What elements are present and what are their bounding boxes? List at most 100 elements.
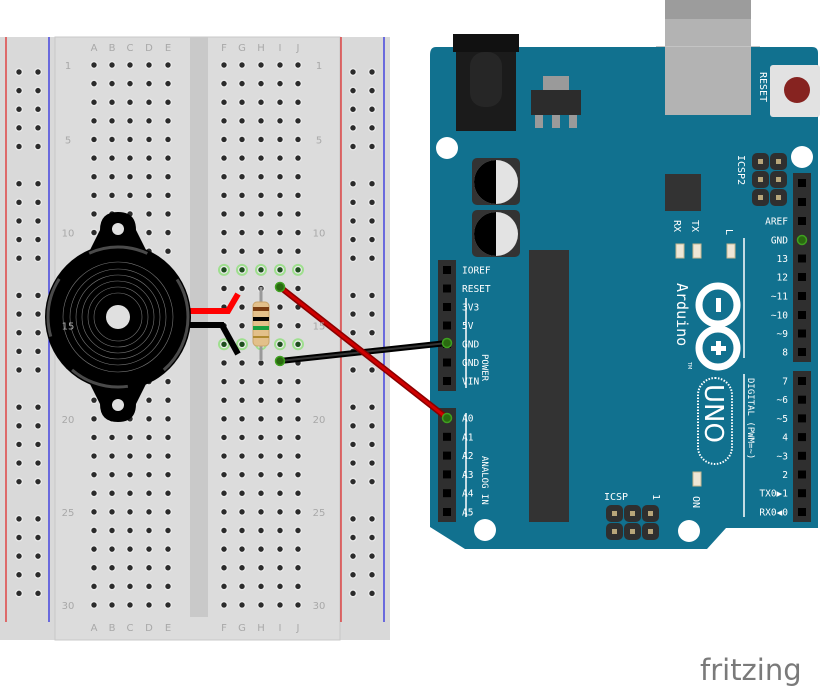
header-pin[interactable] — [443, 303, 451, 311]
breadboard-hole[interactable] — [239, 490, 245, 496]
breadboard-hole[interactable] — [221, 211, 227, 217]
breadboard-hole[interactable] — [295, 267, 301, 273]
rail-hole[interactable] — [350, 516, 356, 522]
breadboard-hole[interactable] — [258, 267, 264, 273]
rail-hole[interactable] — [35, 404, 41, 410]
breadboard-hole[interactable] — [221, 192, 227, 199]
header-pin[interactable] — [443, 489, 451, 498]
breadboard-hole[interactable] — [258, 99, 264, 105]
icsp-pin[interactable] — [648, 529, 653, 534]
breadboard-hole[interactable] — [239, 397, 245, 403]
wire-endpoint[interactable] — [441, 412, 453, 424]
rail-hole[interactable] — [369, 311, 375, 317]
breadboard-hole[interactable] — [109, 99, 115, 105]
breadboard-hole[interactable] — [165, 490, 171, 496]
breadboard-hole[interactable] — [221, 248, 227, 254]
breadboard-hole[interactable] — [277, 509, 283, 515]
breadboard-hole[interactable] — [258, 192, 264, 199]
breadboard-hole[interactable] — [277, 378, 283, 385]
rail-hole[interactable] — [16, 181, 22, 187]
breadboard-hole[interactable] — [295, 471, 301, 478]
rail-hole[interactable] — [350, 236, 356, 243]
rail-hole[interactable] — [16, 423, 22, 429]
breadboard-hole[interactable] — [258, 174, 264, 180]
rail-hole[interactable] — [369, 69, 375, 75]
breadboard-hole[interactable] — [295, 416, 301, 422]
rail-hole[interactable] — [350, 69, 356, 75]
breadboard-hole[interactable] — [221, 80, 227, 87]
rail-hole[interactable] — [35, 143, 41, 150]
breadboard-hole[interactable] — [221, 118, 227, 124]
rail-hole[interactable] — [369, 590, 375, 597]
icsp-pin[interactable] — [612, 529, 617, 534]
header-pin[interactable] — [798, 433, 806, 442]
rail-hole[interactable] — [35, 218, 41, 224]
breadboard-hole[interactable] — [146, 583, 152, 590]
breadboard-hole[interactable] — [258, 527, 264, 534]
rail-hole[interactable] — [35, 106, 41, 112]
header-pin[interactable] — [798, 508, 806, 516]
breadboard-hole[interactable] — [91, 229, 97, 236]
wire-endpoint[interactable] — [796, 234, 808, 246]
piezo-buzzer[interactable] — [45, 212, 241, 422]
breadboard-hole[interactable] — [165, 229, 171, 236]
breadboard-hole[interactable] — [91, 80, 97, 87]
breadboard-hole[interactable] — [258, 434, 264, 441]
breadboard-hole[interactable] — [165, 62, 171, 68]
breadboard-hole[interactable] — [221, 471, 227, 478]
icsp-pin[interactable] — [776, 177, 781, 182]
breadboard-hole[interactable] — [109, 602, 115, 608]
rail-hole[interactable] — [369, 143, 375, 150]
rail-hole[interactable] — [369, 534, 375, 541]
breadboard-hole[interactable] — [165, 211, 171, 217]
breadboard-hole[interactable] — [295, 527, 301, 534]
icsp-pin[interactable] — [776, 195, 781, 200]
arduino-uno[interactable]: RESET ICSP2 ICSP 1 RX TX L ON — [430, 0, 820, 549]
breadboard-hole[interactable] — [258, 211, 264, 217]
rail-hole[interactable] — [16, 348, 22, 354]
breadboard-hole[interactable] — [277, 136, 283, 143]
rail-hole[interactable] — [350, 311, 356, 317]
breadboard-hole[interactable] — [277, 248, 283, 254]
breadboard-hole[interactable] — [165, 136, 171, 143]
header-pin[interactable] — [798, 292, 806, 300]
rail-hole[interactable] — [350, 478, 356, 485]
breadboard-hole[interactable] — [127, 99, 133, 105]
breadboard-hole[interactable] — [165, 583, 171, 590]
breadboard-hole[interactable] — [127, 155, 133, 161]
rail-hole[interactable] — [16, 516, 22, 522]
breadboard-hole[interactable] — [295, 80, 301, 87]
rail-hole[interactable] — [369, 199, 375, 206]
breadboard-hole[interactable] — [295, 378, 301, 385]
rail-hole[interactable] — [369, 218, 375, 224]
rail-hole[interactable] — [350, 181, 356, 187]
header-pin[interactable] — [798, 451, 806, 460]
breadboard-hole[interactable] — [221, 602, 227, 608]
breadboard-hole[interactable] — [165, 565, 171, 571]
rail-hole[interactable] — [35, 181, 41, 187]
breadboard-hole[interactable] — [146, 546, 152, 552]
breadboard[interactable] — [0, 36, 390, 641]
rail-hole[interactable] — [350, 441, 356, 448]
breadboard-hole[interactable] — [258, 80, 264, 87]
breadboard-hole[interactable] — [277, 565, 283, 571]
breadboard-hole[interactable] — [127, 192, 133, 199]
breadboard-hole[interactable] — [146, 434, 152, 441]
wire-endpoint[interactable] — [274, 281, 286, 293]
breadboard-hole[interactable] — [295, 322, 301, 329]
breadboard-hole[interactable] — [258, 118, 264, 124]
icsp-header[interactable] — [606, 505, 659, 540]
breadboard-hole[interactable] — [146, 416, 152, 422]
wire-endpoint[interactable] — [274, 355, 286, 367]
rail-hole[interactable] — [35, 590, 41, 597]
rail-hole[interactable] — [350, 572, 356, 578]
rail-hole[interactable] — [16, 236, 22, 243]
breadboard-hole[interactable] — [295, 341, 301, 347]
breadboard-hole[interactable] — [295, 192, 301, 199]
breadboard-hole[interactable] — [146, 155, 152, 161]
rail-hole[interactable] — [369, 553, 375, 559]
breadboard-hole[interactable] — [165, 471, 171, 478]
breadboard-hole[interactable] — [165, 192, 171, 199]
breadboard-hole[interactable] — [239, 304, 245, 310]
rail-hole[interactable] — [16, 87, 22, 94]
